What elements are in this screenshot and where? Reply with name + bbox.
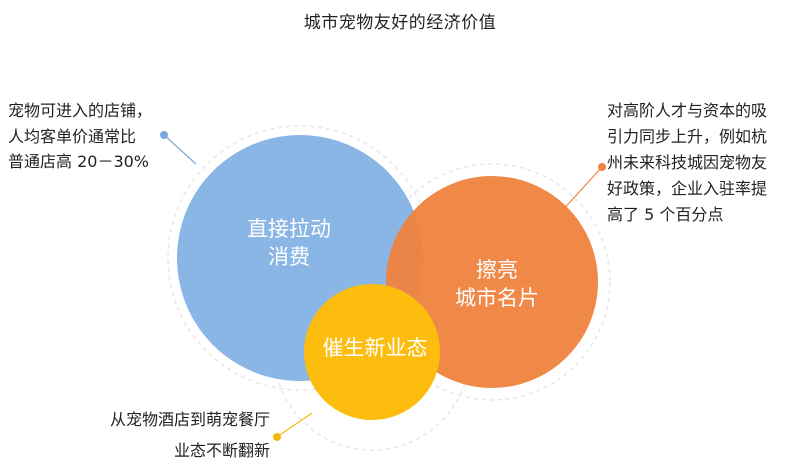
note-right-line-4: 好政策，企业入驻率提	[607, 178, 768, 198]
note-bottom-line-2: 业态不断翻新	[173, 441, 270, 461]
bubble-blue-label: 直接拉动 消费	[214, 215, 364, 272]
note-left-line-2: 人均客单价通常比	[8, 126, 137, 146]
note-right-line-3: 州未来科技城因宠物友	[607, 152, 768, 172]
note-right-line-5: 高了 5 个百分点	[607, 204, 724, 224]
page-title: 城市宠物友好的经济价值	[303, 13, 497, 33]
connector-dot-right	[598, 163, 606, 171]
bubble-orange-line-1: 擦亮	[476, 258, 518, 282]
bubble-yellow-label: 催生新业态	[300, 334, 450, 362]
connector-dot-bottom	[273, 433, 281, 441]
note-bottom: 从宠物酒店到萌宠餐厅 业态不断翻新	[110, 404, 270, 466]
bubble-orange-label: 擦亮 城市名片	[432, 256, 562, 313]
connector-dot-left	[160, 131, 168, 139]
bubble-orange-circle	[386, 176, 598, 388]
note-right: 对高阶人才与资本的吸 引力同步上升，例如杭 州未来科技城因宠物友 好政策，企业入…	[607, 98, 767, 228]
note-left: 宠物可进入的店铺， 人均客单价通常比 普通店高 20－30%	[8, 98, 152, 175]
bubble-orange-line-2: 城市名片	[455, 286, 539, 311]
note-bottom-line-1: 从宠物酒店到萌宠餐厅	[109, 410, 270, 429]
connector-bottom	[276, 412, 313, 438]
note-right-line-1: 对高阶人才与资本的吸	[607, 101, 768, 120]
note-left-line-3: 普通店高 20－30%	[8, 152, 150, 172]
bubble-yellow-circle	[304, 284, 440, 420]
note-left-line-1: 宠物可进入的店铺，	[8, 101, 153, 120]
bubble-yellow-line-1: 催生新业态	[322, 336, 428, 360]
bubble-blue-line-2: 消费	[268, 245, 310, 270]
connector-left	[163, 134, 197, 165]
note-right-line-2: 引力同步上升，例如杭	[607, 126, 768, 146]
bubble-blue-line-1: 直接拉动	[247, 217, 331, 241]
connector-right	[559, 166, 603, 214]
